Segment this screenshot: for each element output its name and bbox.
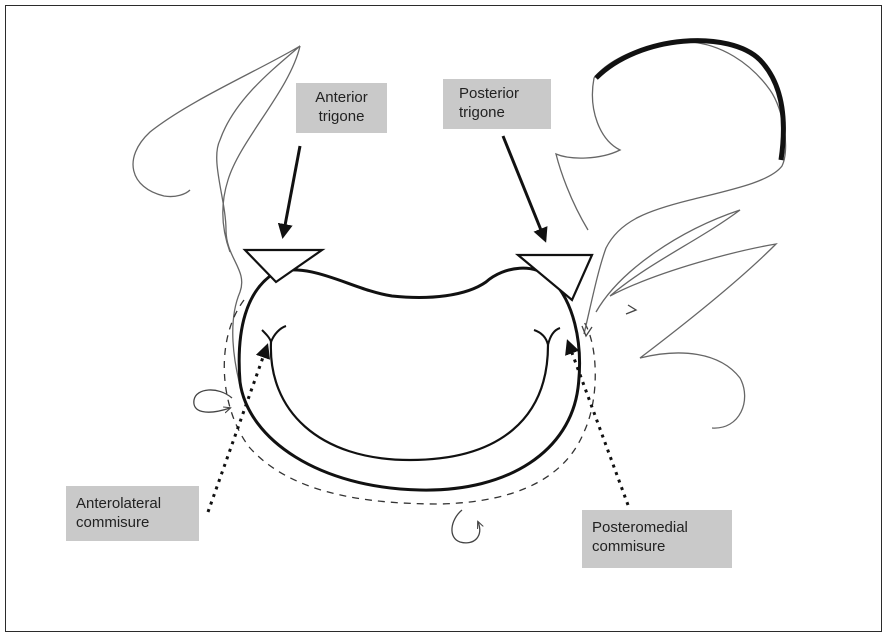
anterior-trigone-arrow xyxy=(283,146,300,236)
posterior-trigone-label-line1: Posterior xyxy=(459,84,541,103)
right-outline-zigzag xyxy=(556,42,786,334)
posteromedial-commissure-mark xyxy=(534,328,560,345)
anterolateral-commissure-mark xyxy=(262,326,286,342)
right-outline-upper-arm xyxy=(596,210,776,428)
right-thick-arc xyxy=(596,41,783,160)
left-curved-arrow xyxy=(194,390,232,412)
posteromedial-commissure-label: Posteromedial commisure xyxy=(582,510,732,568)
bottom-curved-arrow xyxy=(452,510,480,543)
posterior-trigone-arrow xyxy=(503,136,545,240)
anterolateral-commissure-label: Anterolateral commisure xyxy=(66,486,199,541)
inner-leaflet-line xyxy=(271,342,548,460)
anterior-trigone-label: Anterior trigone xyxy=(296,83,387,133)
anterior-trigone-label-line2: trigone xyxy=(306,107,377,126)
anterior-trigone-label-line1: Anterior xyxy=(306,88,377,107)
right-small-arrowhead-1 xyxy=(626,305,636,314)
anterolateral-label-line2: commisure xyxy=(76,513,189,532)
outer-annulus xyxy=(239,268,579,490)
left-outline-inner-loop xyxy=(223,46,300,252)
posteromedial-label-line2: commisure xyxy=(592,537,722,556)
anterolateral-dotted-arrow xyxy=(208,346,267,512)
posteromedial-dotted-arrow xyxy=(568,342,628,505)
posterior-trigone-label: Posterior trigone xyxy=(443,79,551,129)
anterolateral-label-line1: Anterolateral xyxy=(76,494,189,513)
posteromedial-label-line1: Posteromedial xyxy=(592,518,722,537)
posterior-trigone-label-line2: trigone xyxy=(459,103,541,122)
dashed-annulus xyxy=(224,300,595,504)
anterior-trigone-triangle xyxy=(245,250,322,282)
posterior-trigone-triangle xyxy=(518,255,592,300)
